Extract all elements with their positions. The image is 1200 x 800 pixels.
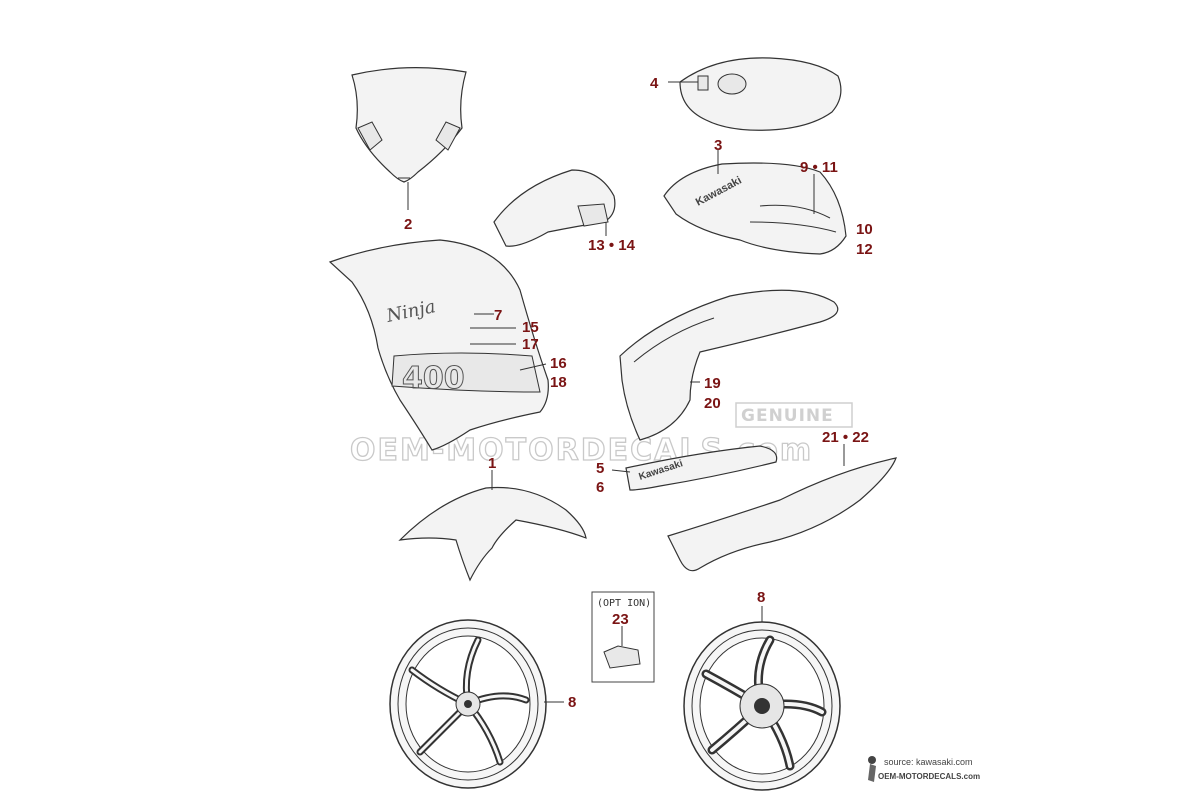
front-fender-part [398,470,587,582]
callout-wheel-rear: 8 [757,589,765,606]
callout-option-part: 23 [612,611,629,628]
fairing-graphic-text: 400 [402,361,465,396]
callout-tank-cover-lower-a: 10 [856,221,873,238]
source-line-1: source: kawasaki.com [884,757,973,767]
side-fairing-part: Ninja 400 [328,239,549,451]
callout-tail-cowl: 21 • 22 [822,429,869,446]
callout-tank-cover-lower-b: 12 [856,241,873,258]
genuine-badge-text: GENUINE [741,406,834,426]
windscreen-part [351,67,467,210]
callout-front-fender: 1 [488,455,496,472]
callout-seat-cover-a: 5 [596,460,604,477]
oem-logo-icon [868,756,876,782]
fuel-tank-part [668,57,842,131]
callout-under-cowl-b: 20 [704,395,721,412]
front-wheel-part [389,619,564,789]
front-cowl-part [493,169,616,247]
callout-seat-cover-b: 6 [596,479,604,496]
callout-wheel-front: 8 [568,694,576,711]
callout-fuel-tank: 4 [650,75,659,92]
callout-fairing-18: 18 [550,374,567,391]
source-credit: source: kawasaki.com OEM-MOTORDECALS.com [868,756,980,782]
callout-windscreen: 2 [404,216,412,233]
callout-fairing-15: 15 [522,319,539,336]
tail-cowl-part [667,444,897,572]
callout-fairing-16: 16 [550,355,567,372]
rear-wheel-part [683,606,841,791]
callout-numbers: 2 4 3 9 • 11 10 12 13 • 14 7 15 17 16 18… [404,75,873,711]
callout-fairing-17: 17 [522,336,539,353]
tank-cover-part: Kawasaki [663,150,847,255]
option-label: (OPT ION) [597,598,651,609]
callout-fairing-ninja: 7 [494,307,502,324]
under-cowl-part [619,289,839,441]
callout-tank-cover-stripe: 9 • 11 [800,159,838,176]
option-part-box: (OPT ION) [591,591,655,683]
genuine-badge [735,402,853,428]
source-line-2: OEM-MOTORDECALS.com [878,772,980,781]
callout-under-cowl-a: 19 [704,375,721,392]
callout-tank-cover: 3 [714,137,722,154]
callout-front-cowl: 13 • 14 [588,237,636,254]
